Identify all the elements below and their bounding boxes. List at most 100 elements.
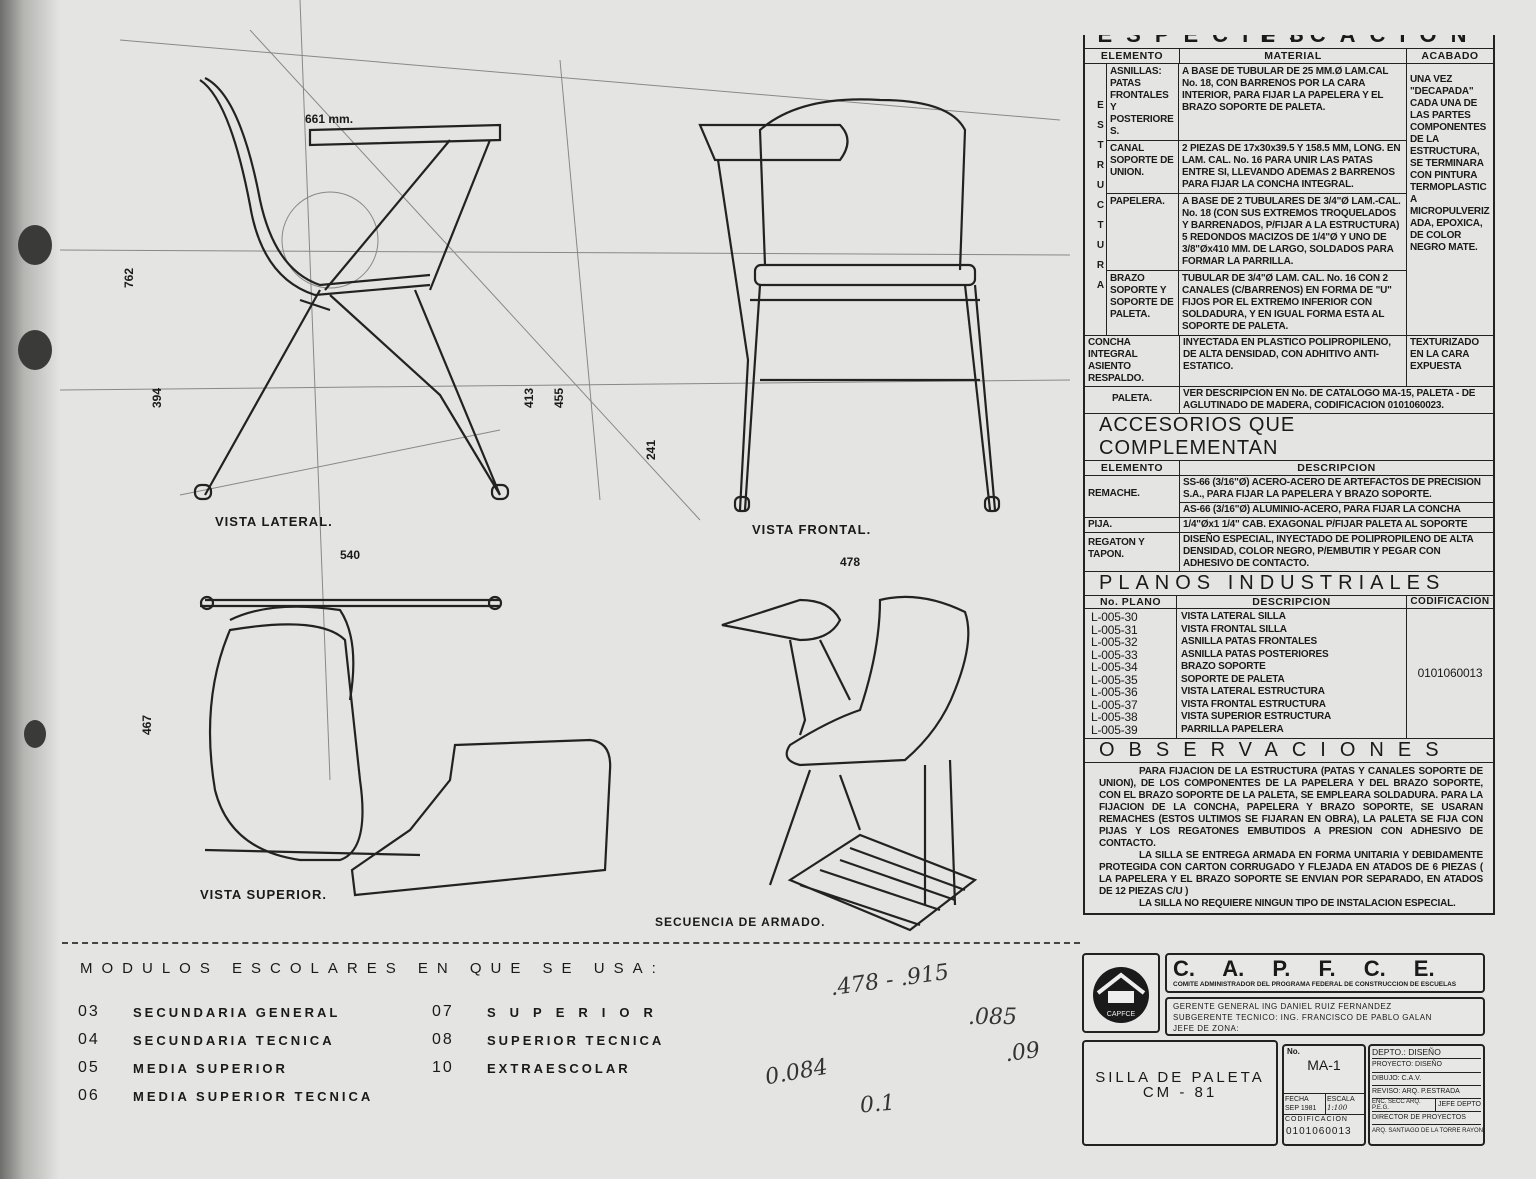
handwritten-note: 0.1 <box>858 1090 897 1119</box>
enc-secc: ENC. SECC ARQ. P.E.G. <box>1372 1099 1436 1112</box>
staff-box: GERENTE GENERAL ING DANIEL RUIZ FERNANDE… <box>1165 997 1485 1036</box>
spec-row-paleta: PALETA. VER DESCRIPCION EN No. DE CATALO… <box>1085 387 1493 414</box>
specifications-table: ESPECIFICACIONES ELEMENTO MATERIAL ACABA… <box>1083 35 1495 915</box>
plano-description: VISTA SUPERIOR ESTRUCTURA <box>1181 711 1332 722</box>
chair-drawings <box>59 0 1071 932</box>
drawing-name: SILLA DE PALETA <box>1095 1069 1265 1086</box>
element: ASNILLAS: PATAS FRONTALES Y POSTERIORES. <box>1107 64 1179 140</box>
reviso: REVISO: ARQ. P.ESTRADA <box>1372 1086 1481 1100</box>
group-estructura: ESTRUCTURA <box>1085 64 1107 335</box>
view-label-lateral: VISTA LATERAL. <box>215 514 333 529</box>
modulo-number: 05 <box>78 1059 100 1076</box>
director-label: DIRECTOR DE PROYECTOS <box>1372 1112 1481 1126</box>
structure-rows: ASNILLAS: PATAS FRONTALES Y POSTERIORES.… <box>1107 64 1407 335</box>
observaciones-text: PARA FIJACION DE LA ESTRUCTURA (PATAS Y … <box>1085 763 1493 913</box>
header-codificacion: CODIFICACION <box>1407 596 1493 609</box>
binder-hole <box>18 225 52 265</box>
plano-description: VISTA LATERAL ESTRUCTURA <box>1181 686 1325 697</box>
dimension-762: 762 <box>122 267 136 288</box>
fecha: SEP 1981 <box>1285 1105 1317 1112</box>
codificacion: 0101060013 <box>1286 1126 1352 1137</box>
plano-description: ASNILLA PATAS POSTERIORES <box>1181 648 1329 660</box>
drawing-number: MA-1 <box>1307 1057 1341 1073</box>
observation-paragraph: LA SILLA SE ENTREGA ARMADA EN FORMA UNIT… <box>1099 850 1483 897</box>
org-box: C. A. P. F. C. E. COMITE ADMINISTRADOR D… <box>1165 953 1485 993</box>
modulo-number: 07 <box>432 1003 454 1020</box>
element: PALETA. <box>1085 387 1180 413</box>
desc: DISEÑO ESPECIAL, INYECTADO DE POLIPROPIL… <box>1183 534 1474 569</box>
element: REMACHE. <box>1085 476 1180 517</box>
header-elemento: ELEMENTO <box>1085 49 1180 63</box>
modulo-number: 03 <box>78 1003 100 1020</box>
handwritten-note: .09 <box>1003 1037 1042 1068</box>
handwritten-note: 0.084 <box>763 1054 830 1091</box>
no-label: No. <box>1287 1047 1300 1056</box>
header-material: MATERIAL <box>1180 49 1407 63</box>
org-acronym: C. A. P. F. C. E. <box>1173 956 1435 981</box>
divider <box>62 942 1080 944</box>
modulo-name: SUPERIOR TECNICA <box>487 1033 665 1048</box>
element: CANAL SOPORTE DE UNION. <box>1107 141 1179 193</box>
plano-number: L-005-39 <box>1091 722 1138 737</box>
approvals-box: DEPTO.: DISEÑO PROYECTO: DISEÑO DIBUJO: … <box>1368 1044 1485 1146</box>
modulo-name: MEDIA SUPERIOR TECNICA <box>133 1089 374 1104</box>
fecha-label: FECHA <box>1285 1096 1309 1103</box>
plano-description: VISTA FRONTAL ESTRUCTURA <box>1181 698 1326 710</box>
view-label-frontal: VISTA FRONTAL. <box>752 522 872 537</box>
desc: SS-66 (3/16"Ø) ACERO-ACERO DE ARTEFACTOS… <box>1180 476 1493 503</box>
handwritten-note: .478 - .915 <box>828 959 951 1002</box>
proyecto: PROYECTO: DISEÑO <box>1372 1059 1481 1073</box>
accessories-title: ACCESORIOS QUE COMPLEMENTAN <box>1085 414 1493 461</box>
modulo-number: 10 <box>432 1059 454 1076</box>
planos-code: 0101060013 <box>1417 666 1483 680</box>
header-elemento: ELEMENTO <box>1085 461 1180 475</box>
drawing-name-box: SILLA DE PALETA CM - 81 <box>1082 1040 1278 1146</box>
plano-number: L-005-32 <box>1091 635 1138 649</box>
plano-number: L-005-31 <box>1091 622 1138 637</box>
observation-paragraph: LA SILLA NO REQUIERE NINGUN TIPO DE INST… <box>1139 898 1456 909</box>
escala: 1:100 <box>1327 1104 1348 1112</box>
structure-finish: UNA VEZ "DECAPADA" CADA UNA DE LAS PARTE… <box>1410 74 1490 253</box>
plano-description: PARRILLA PAPELERA <box>1181 723 1284 735</box>
material: 2 PIEZAS DE 17x30x39.5 Y 158.5 MM, LONG.… <box>1182 143 1401 190</box>
plano-description: VISTA FRONTAL SILLA <box>1181 623 1287 635</box>
binder-hole <box>24 720 46 748</box>
dimension-540: 540 <box>340 548 361 562</box>
depto: DEPTO.: DISEÑO <box>1372 1046 1481 1060</box>
handwritten-note: .085 <box>968 1005 1017 1030</box>
jefe-zona: JEFE DE ZONA: <box>1173 1024 1240 1033</box>
dimension-241: 241 <box>644 439 658 460</box>
plano-number: L-005-33 <box>1091 647 1138 662</box>
spec-row-structure: CANAL SOPORTE DE UNION.2 PIEZAS DE 17x30… <box>1107 141 1406 194</box>
plano-number: L-005-34 <box>1091 660 1138 674</box>
modulo-name: SECUNDARIA TECNICA <box>133 1033 335 1048</box>
material: INYECTADA EN PLASTICO POLIPROPILENO, DE … <box>1180 336 1407 386</box>
dimension-478: 478 <box>840 555 861 569</box>
element: REGATON Y TAPON. <box>1085 533 1180 571</box>
modulo-number: 04 <box>78 1031 100 1048</box>
org-full-name: COMITE ADMINISTRADOR DEL PROGRAMA FEDERA… <box>1173 981 1457 988</box>
binder-hole <box>18 330 52 370</box>
header-acabado: ACABADO <box>1421 50 1479 62</box>
drawing-model: CM - 81 <box>1142 1084 1218 1101</box>
view-label-superior: VISTA SUPERIOR. <box>200 887 327 902</box>
element: PIJA. <box>1085 518 1180 532</box>
desc: 1/4"Øx1 1/4" CAB. EXAGONAL P/FIJAR PALET… <box>1183 519 1468 530</box>
spec-header-row: ELEMENTO MATERIAL ACABADO <box>1085 49 1493 64</box>
modulos-title: MODULOS ESCOLARES EN QUE SE USA: <box>80 960 665 977</box>
dibujo: DIBUJO: C.A.V. <box>1372 1073 1481 1086</box>
desc: AS-66 (3/16"Ø) ALUMINIO-ACERO, PARA FIJA… <box>1183 504 1461 515</box>
plano-number: L-005-38 <box>1091 710 1138 724</box>
modulo-name: SECUNDARIA GENERAL <box>133 1005 341 1020</box>
dimension-455: 455 <box>552 387 566 408</box>
spec-row-structure: BRAZO SOPORTE Y SOPORTE DE PALETA.TUBULA… <box>1107 271 1406 335</box>
header-descripcion: DESCRIPCION <box>1297 462 1376 474</box>
jefe-depto: JEFE DEPTO <box>1437 1101 1481 1109</box>
dimension-394: 394 <box>150 387 164 408</box>
plano-description: VISTA LATERAL SILLA <box>1181 611 1286 622</box>
svg-text:CAPFCE: CAPFCE <box>1107 1011 1136 1018</box>
codificacion-label: CODIFICACION <box>1284 1114 1364 1124</box>
spec-row-structure: ASNILLAS: PATAS FRONTALES Y POSTERIORES.… <box>1107 64 1406 141</box>
element: BRAZO SOPORTE Y SOPORTE DE PALETA. <box>1107 271 1179 335</box>
